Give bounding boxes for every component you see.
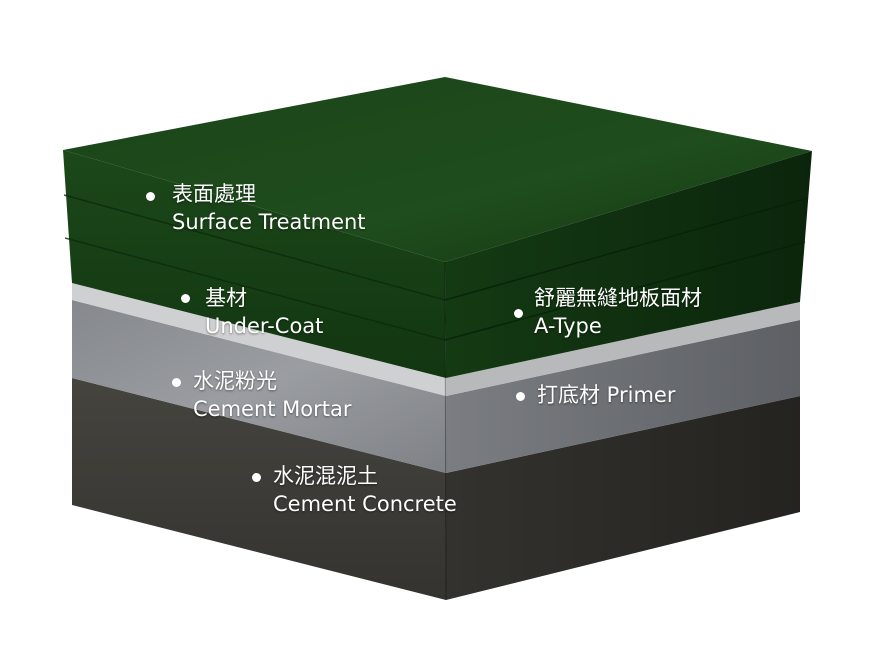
green-side-line-1 [444, 197, 809, 301]
concrete-front-face [72, 378, 446, 600]
bullet-icon [514, 309, 523, 318]
concrete-side-face [446, 396, 800, 600]
bullet-icon [172, 378, 181, 387]
green-layer-line-2 [64, 237, 446, 341]
label-surface-en: Surface Treatment [172, 210, 366, 234]
bullet-icon [516, 392, 525, 401]
green-layer-line-1 [63, 194, 446, 301]
green-side-face [445, 151, 812, 378]
block-corner-edge [444, 261, 447, 601]
label-a-type: 舒麗無縫地板面材 A-Type [514, 284, 702, 340]
green-side-line-2 [444, 241, 806, 341]
label-atype-en: A-Type [534, 314, 602, 338]
label-cement-concrete: 水泥混泥土 Cement Concrete [252, 462, 457, 518]
label-under-coat: 基材 Under-Coat [181, 284, 324, 340]
mortar-front-face [72, 300, 446, 473]
label-cement-mortar: 水泥粉光 Cement Mortar [172, 367, 352, 423]
label-surface-zh: 表面處理 [172, 182, 256, 206]
label-undercoat-en: Under-Coat [205, 314, 324, 338]
bullet-icon [181, 294, 190, 303]
label-atype-zh: 舒麗無縫地板面材 [534, 286, 702, 310]
label-concrete-zh: 水泥混泥土 [273, 464, 378, 488]
label-undercoat-zh: 基材 [205, 286, 247, 310]
bullet-icon [146, 192, 155, 201]
label-mortar-zh: 水泥粉光 [193, 369, 277, 393]
label-primer-text: 打底材 Primer [537, 383, 676, 407]
mortar-side-face [446, 320, 800, 473]
green-top-face [63, 77, 812, 262]
label-surface-treatment: 表面處理 Surface Treatment [146, 180, 366, 236]
green-front-face [63, 150, 446, 378]
primer-front-band [72, 283, 446, 396]
label-concrete-en: Cement Concrete [273, 492, 457, 516]
label-mortar-en: Cement Mortar [193, 397, 352, 421]
bullet-icon [252, 473, 261, 482]
primer-side-band [446, 302, 800, 396]
label-primer: 打底材 Primer [516, 381, 676, 409]
